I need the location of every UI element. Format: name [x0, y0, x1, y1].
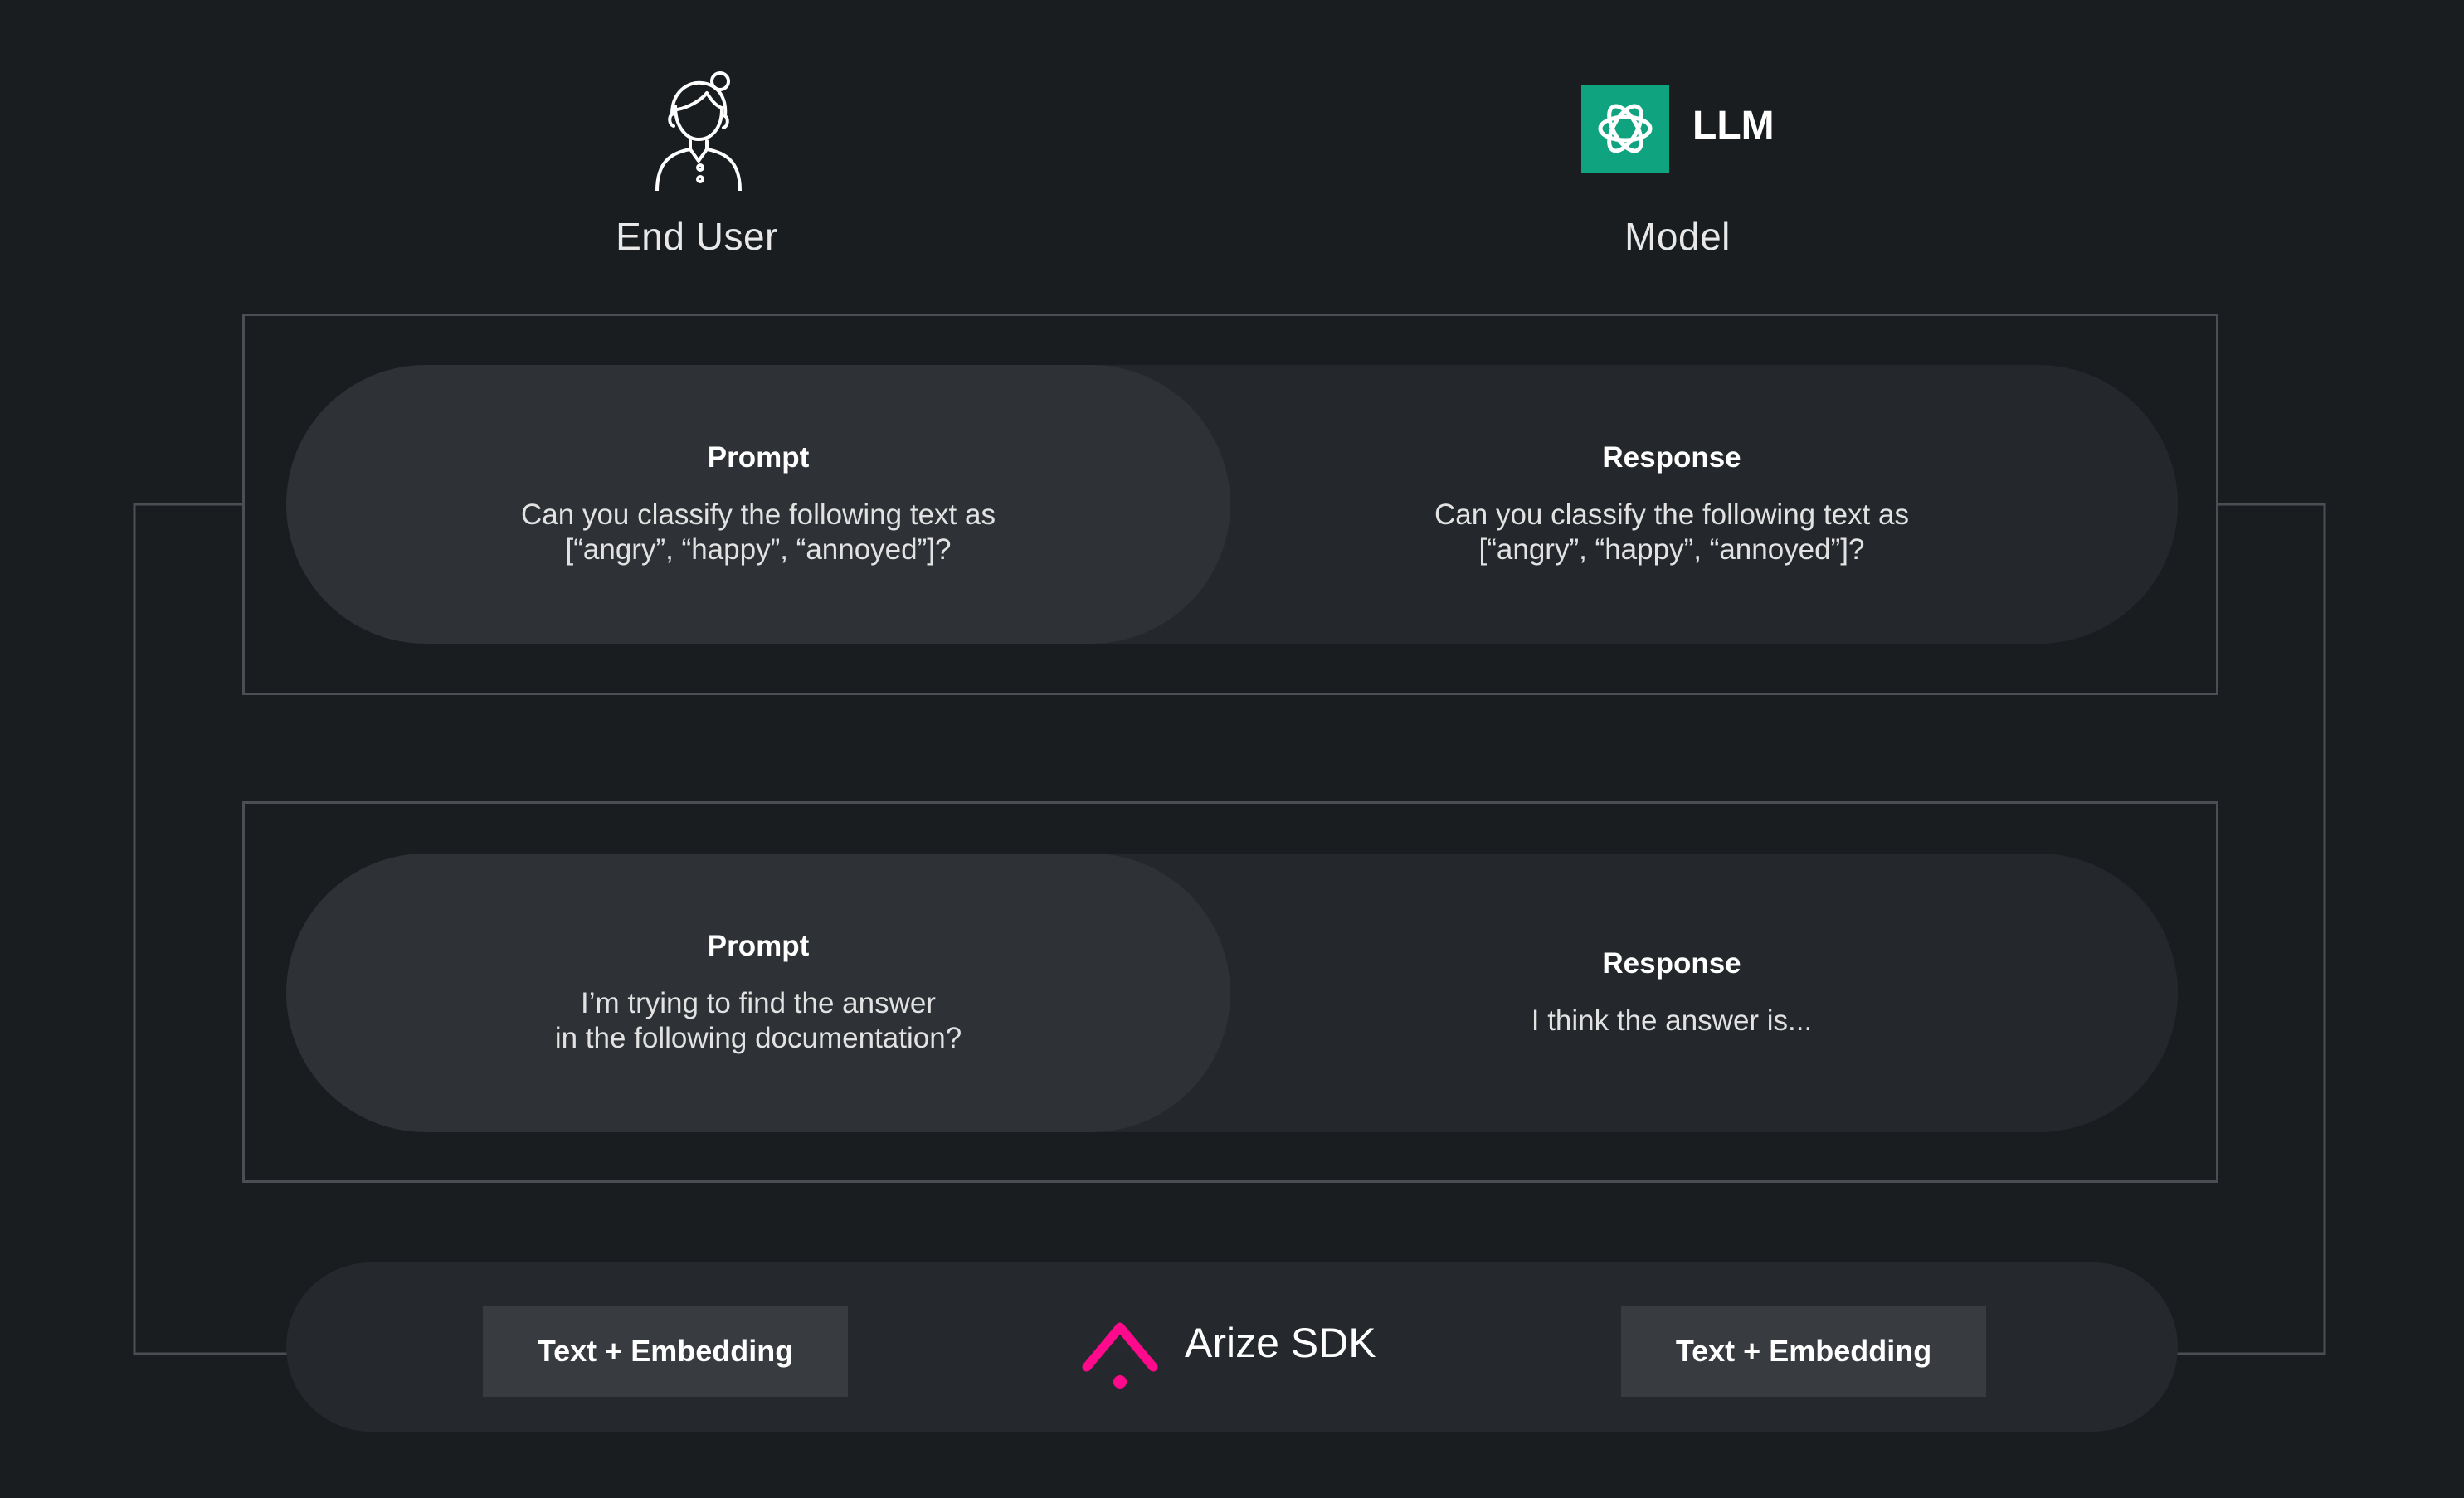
response-block-1: Response Can you classify the following …: [1298, 365, 2045, 644]
text-embedding-box-left: Text + Embedding: [483, 1306, 848, 1397]
exchange-pill-1: Prompt Can you classify the following te…: [286, 365, 2178, 644]
response-text: Can you classify the following text as […: [1434, 499, 1909, 566]
prompt-bubble-2: [286, 854, 1230, 1132]
text-embedding-box-right: Text + Embedding: [1621, 1306, 1986, 1397]
openai-icon: [1598, 104, 1653, 153]
llm-logo-text: LLM: [1692, 104, 1775, 148]
prompt-block-2: Prompt I’m trying to find the answer in …: [385, 854, 1132, 1132]
exchange-pill-2: Prompt I’m trying to find the answer in …: [286, 854, 2178, 1132]
response-text: I think the answer is...: [1531, 1004, 1813, 1037]
model-label: Model: [1624, 215, 1731, 258]
response-title: Response: [1602, 441, 1741, 474]
exchange-frame-1: [242, 314, 2218, 695]
exchange-frame-2: [242, 801, 2218, 1183]
response-title: Response: [1602, 947, 1741, 980]
prompt-title: Prompt: [707, 930, 810, 962]
end-user-icon: [655, 71, 742, 191]
arize-sdk-label: Arize SDK: [1185, 1320, 1376, 1366]
arize-logo-icon: [1082, 1322, 1158, 1389]
prompt-block-1: Prompt Can you classify the following te…: [385, 365, 1132, 644]
end-user-label: End User: [616, 215, 778, 258]
prompt-text: Can you classify the following text as […: [521, 499, 996, 566]
prompt-bubble-1: [286, 365, 1230, 644]
llm-logo: [1581, 85, 1669, 173]
prompt-text: I’m trying to find the answer in the fol…: [554, 987, 962, 1054]
prompt-title: Prompt: [707, 441, 810, 474]
response-block-2: Response I think the answer is...: [1298, 854, 2045, 1132]
